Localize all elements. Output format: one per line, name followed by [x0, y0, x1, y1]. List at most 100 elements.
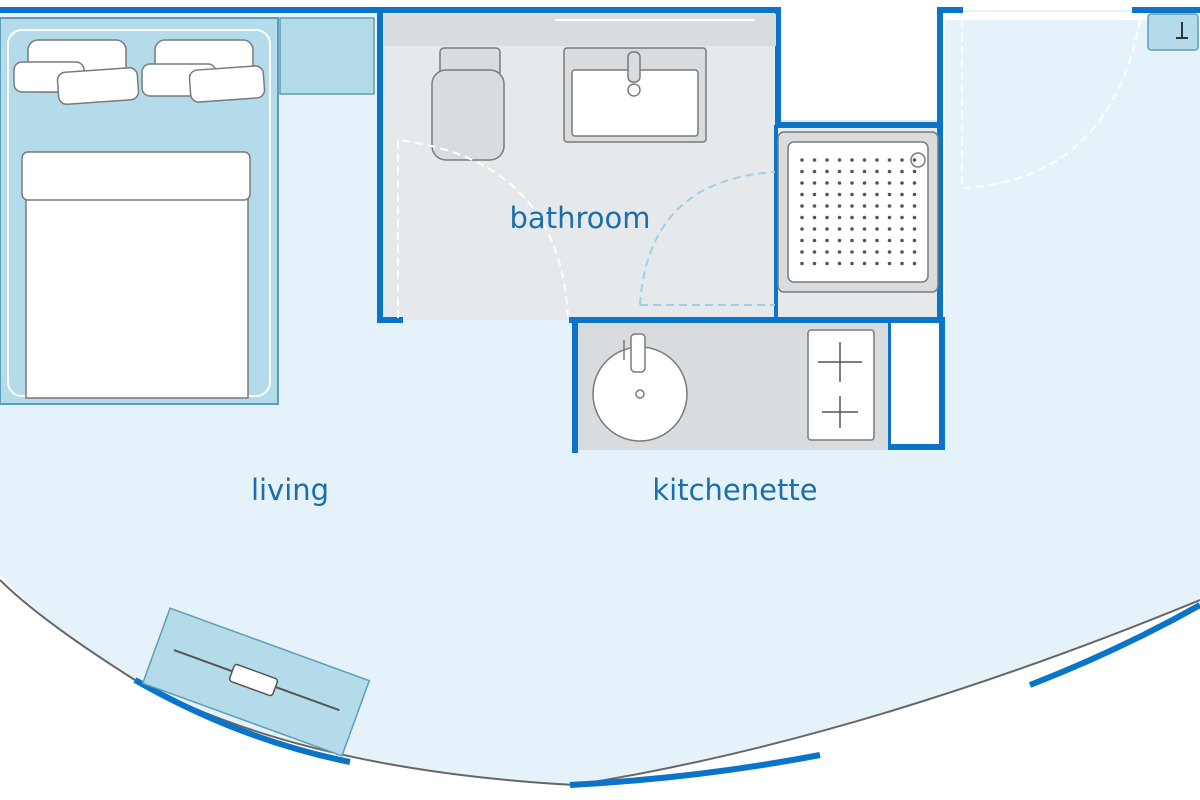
drain-dot — [862, 158, 867, 162]
window-3 — [1028, 602, 1200, 688]
living-floor — [0, 10, 1200, 785]
drain-dot — [900, 261, 904, 266]
drain-dot — [912, 158, 917, 162]
pillow-icon — [188, 65, 266, 103]
drain-dot — [875, 158, 879, 162]
drain-dot — [875, 261, 879, 266]
drain-dot — [862, 227, 867, 231]
drain-dot — [862, 238, 867, 243]
drain-dot — [812, 215, 817, 220]
drain-dot — [862, 250, 867, 254]
drain-dot — [800, 261, 804, 266]
drain-dot — [875, 215, 879, 220]
drain-dot — [825, 169, 829, 174]
drain-dot — [800, 238, 804, 243]
drain-dot — [887, 227, 892, 231]
cabinet-icon — [891, 323, 939, 444]
drain-dot — [887, 261, 892, 266]
drain-dot — [800, 204, 804, 208]
drain-dot — [912, 250, 917, 254]
drain-dot — [812, 169, 817, 174]
drain-dot — [812, 204, 817, 208]
drain-dot — [837, 261, 842, 266]
drain-dot — [875, 181, 879, 185]
door-swing-icon — [639, 171, 776, 306]
drain-dot — [837, 238, 842, 243]
drain-dot — [850, 169, 854, 174]
drain-dot — [900, 158, 904, 162]
drain-dot — [900, 215, 904, 220]
door-swing-icon — [961, 19, 1141, 190]
drain-dot — [900, 250, 904, 254]
drain-dot — [825, 181, 829, 185]
drain-dot — [825, 250, 829, 254]
wardrobe-icon — [279, 17, 375, 95]
window-1 — [133, 677, 351, 765]
drain-dot — [850, 181, 854, 185]
door-swing-icon — [397, 138, 569, 319]
window-2 — [569, 752, 821, 788]
drain-dot — [812, 261, 817, 266]
drain-dot — [812, 250, 817, 254]
drain-dot — [812, 181, 817, 185]
washbasin-icon — [563, 47, 707, 143]
drain-dot — [812, 227, 817, 231]
kitchen-sink-icon — [592, 333, 688, 442]
drain-dot — [900, 204, 904, 208]
drain-dot — [862, 181, 867, 185]
drain-dot — [912, 204, 917, 208]
drain-dot — [825, 215, 829, 220]
drain-dot — [812, 192, 817, 197]
drain-dot — [800, 169, 804, 174]
drain-dot — [837, 181, 842, 185]
drain-dot — [850, 238, 854, 243]
desk-icon — [141, 607, 371, 757]
drain-dot — [912, 227, 917, 231]
drain-dot — [887, 238, 892, 243]
drain-dot — [887, 204, 892, 208]
pillow-icon — [56, 67, 140, 105]
drain-dot — [862, 261, 867, 266]
drain-dot — [887, 215, 892, 220]
drain-dot — [912, 181, 917, 185]
drain-dot — [862, 215, 867, 220]
intercom-icon — [1147, 13, 1199, 51]
drain-dot — [812, 158, 817, 162]
drain-dot — [912, 192, 917, 197]
drain-dot — [850, 250, 854, 254]
drain-dot — [912, 215, 917, 220]
drain-dot — [900, 227, 904, 231]
drain-dot — [825, 204, 829, 208]
drain-dot — [912, 169, 917, 174]
drain-dot — [850, 215, 854, 220]
shower-tray-icon — [777, 131, 939, 293]
drain-dot — [875, 192, 879, 197]
drain-dot — [825, 238, 829, 243]
drain-dot — [875, 238, 879, 243]
drain-dot — [900, 192, 904, 197]
bathroom-label: bathroom — [510, 201, 651, 235]
drain-dot — [862, 192, 867, 197]
cooktop-icon — [807, 329, 875, 441]
drain-dot — [800, 215, 804, 220]
divider-thin — [774, 125, 778, 320]
drain-dot — [875, 227, 879, 231]
drain-dot — [800, 181, 804, 185]
drain-dot — [875, 169, 879, 174]
drain-dot — [837, 192, 842, 197]
drain-dot — [837, 215, 842, 220]
drain-dot — [887, 250, 892, 254]
drain-dot — [825, 192, 829, 197]
drain-dot — [800, 250, 804, 254]
bathroom-counter — [384, 14, 776, 46]
duvet — [25, 194, 249, 399]
kitchenette-fixtures — [578, 323, 939, 450]
drain-dot — [850, 192, 854, 197]
drain-dot — [850, 261, 854, 266]
drain-dot — [875, 204, 879, 208]
drain-dot — [825, 158, 829, 162]
drain-dot — [887, 192, 892, 197]
drain-dot — [800, 158, 804, 162]
drain-dot — [800, 227, 804, 231]
